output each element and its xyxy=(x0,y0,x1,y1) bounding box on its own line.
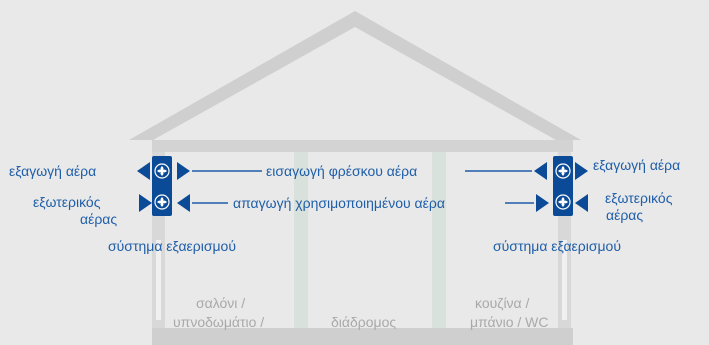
partition-right xyxy=(432,152,446,328)
room-living-line2: υπνοδωμάτιο / xyxy=(173,314,265,330)
fan-icon xyxy=(555,194,571,210)
right-outdoor-label-line2: αέρας xyxy=(606,207,644,223)
ceiling xyxy=(152,140,573,152)
arrow-left-icon xyxy=(575,194,588,212)
right-ventilation-unit xyxy=(553,156,573,216)
fan-icon xyxy=(154,163,170,179)
left-ventilation-unit xyxy=(152,156,172,216)
fan-icon xyxy=(154,194,170,210)
right-wall-inner xyxy=(562,240,567,320)
left-system-label: σύστημα εξαερισμού xyxy=(108,238,236,254)
roof xyxy=(129,11,581,140)
room-corridor: διάδρομος xyxy=(331,314,397,330)
arrow-left-icon xyxy=(534,162,547,180)
left-outdoor-label-line1: εξωτερικός xyxy=(33,194,101,210)
fan-icon xyxy=(555,163,571,179)
arrow-left-icon xyxy=(177,194,190,212)
floor xyxy=(152,328,573,345)
right-exhaust-label: εξαγωγή αέρα xyxy=(593,157,681,173)
fresh-air-label: εισαγωγή φρέσκου αέρα xyxy=(266,163,418,179)
right-system-label: σύστημα εξαερισμού xyxy=(493,238,621,254)
room-kitchen-line1: κουζίνα / xyxy=(475,295,530,311)
room-kitchen-line2: μπάνιο / WC xyxy=(470,314,549,330)
right-outdoor-label-line1: εξωτερικός xyxy=(605,190,673,206)
left-wall-inner xyxy=(156,240,161,320)
arrow-right-icon xyxy=(536,194,549,212)
arrow-right-icon xyxy=(575,162,588,180)
arrow-left-icon xyxy=(137,162,150,180)
arrow-right-icon xyxy=(177,162,190,180)
room-living-line1: σαλόνι / xyxy=(196,295,246,311)
partition-left xyxy=(294,152,308,328)
left-exhaust-label: εξαγωγή αέρα xyxy=(9,163,97,179)
used-air-label: απαγωγή χρησιμοποιημένου αέρα xyxy=(233,195,445,211)
arrow-right-icon xyxy=(139,194,152,212)
left-outdoor-label-line2: αέρας xyxy=(80,211,118,227)
